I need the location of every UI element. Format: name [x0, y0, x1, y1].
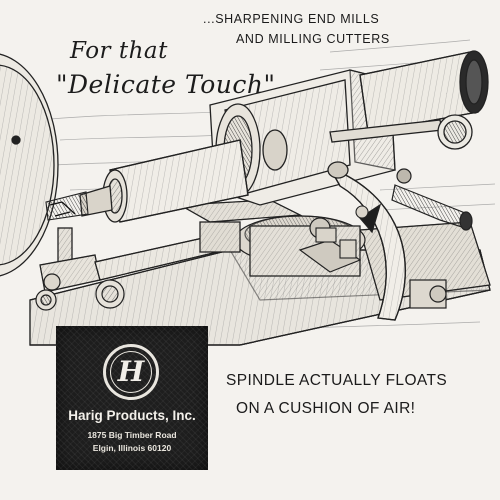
subhead-line-2: AND MILLING CUTTERS: [236, 32, 390, 46]
company-city: Elgin, Illinois 60120: [92, 443, 172, 453]
tool-rest: [35, 221, 241, 311]
adjusting-lever: [329, 114, 473, 150]
headline-line-1: For that: [70, 38, 168, 64]
headline-line-2: "Delicate Touch": [56, 70, 276, 99]
tagline-line-2: ON A CUSHION OF AIR!: [236, 400, 416, 417]
company-name: Harig Products, Inc.: [68, 408, 196, 423]
seal-letter: H: [117, 355, 145, 388]
company-logo-box: H Harig Products, Inc. 1875 Big Timber R…: [56, 326, 208, 470]
subhead-line-1: ...SHARPENING END MILLS: [203, 12, 380, 26]
h-seal-icon: H: [103, 344, 159, 400]
spindle-sleeve-right: [359, 50, 489, 133]
cross-slide: [359, 168, 491, 309]
spindle-barrel: [79, 139, 249, 223]
tagline-line-1: SPINDLE ACTUALLY FLOATS: [226, 372, 448, 389]
company-street: 1875 Big Timber Road: [87, 430, 177, 440]
end-mill-tool: [45, 191, 89, 221]
grinding-wheel: [0, 53, 59, 277]
